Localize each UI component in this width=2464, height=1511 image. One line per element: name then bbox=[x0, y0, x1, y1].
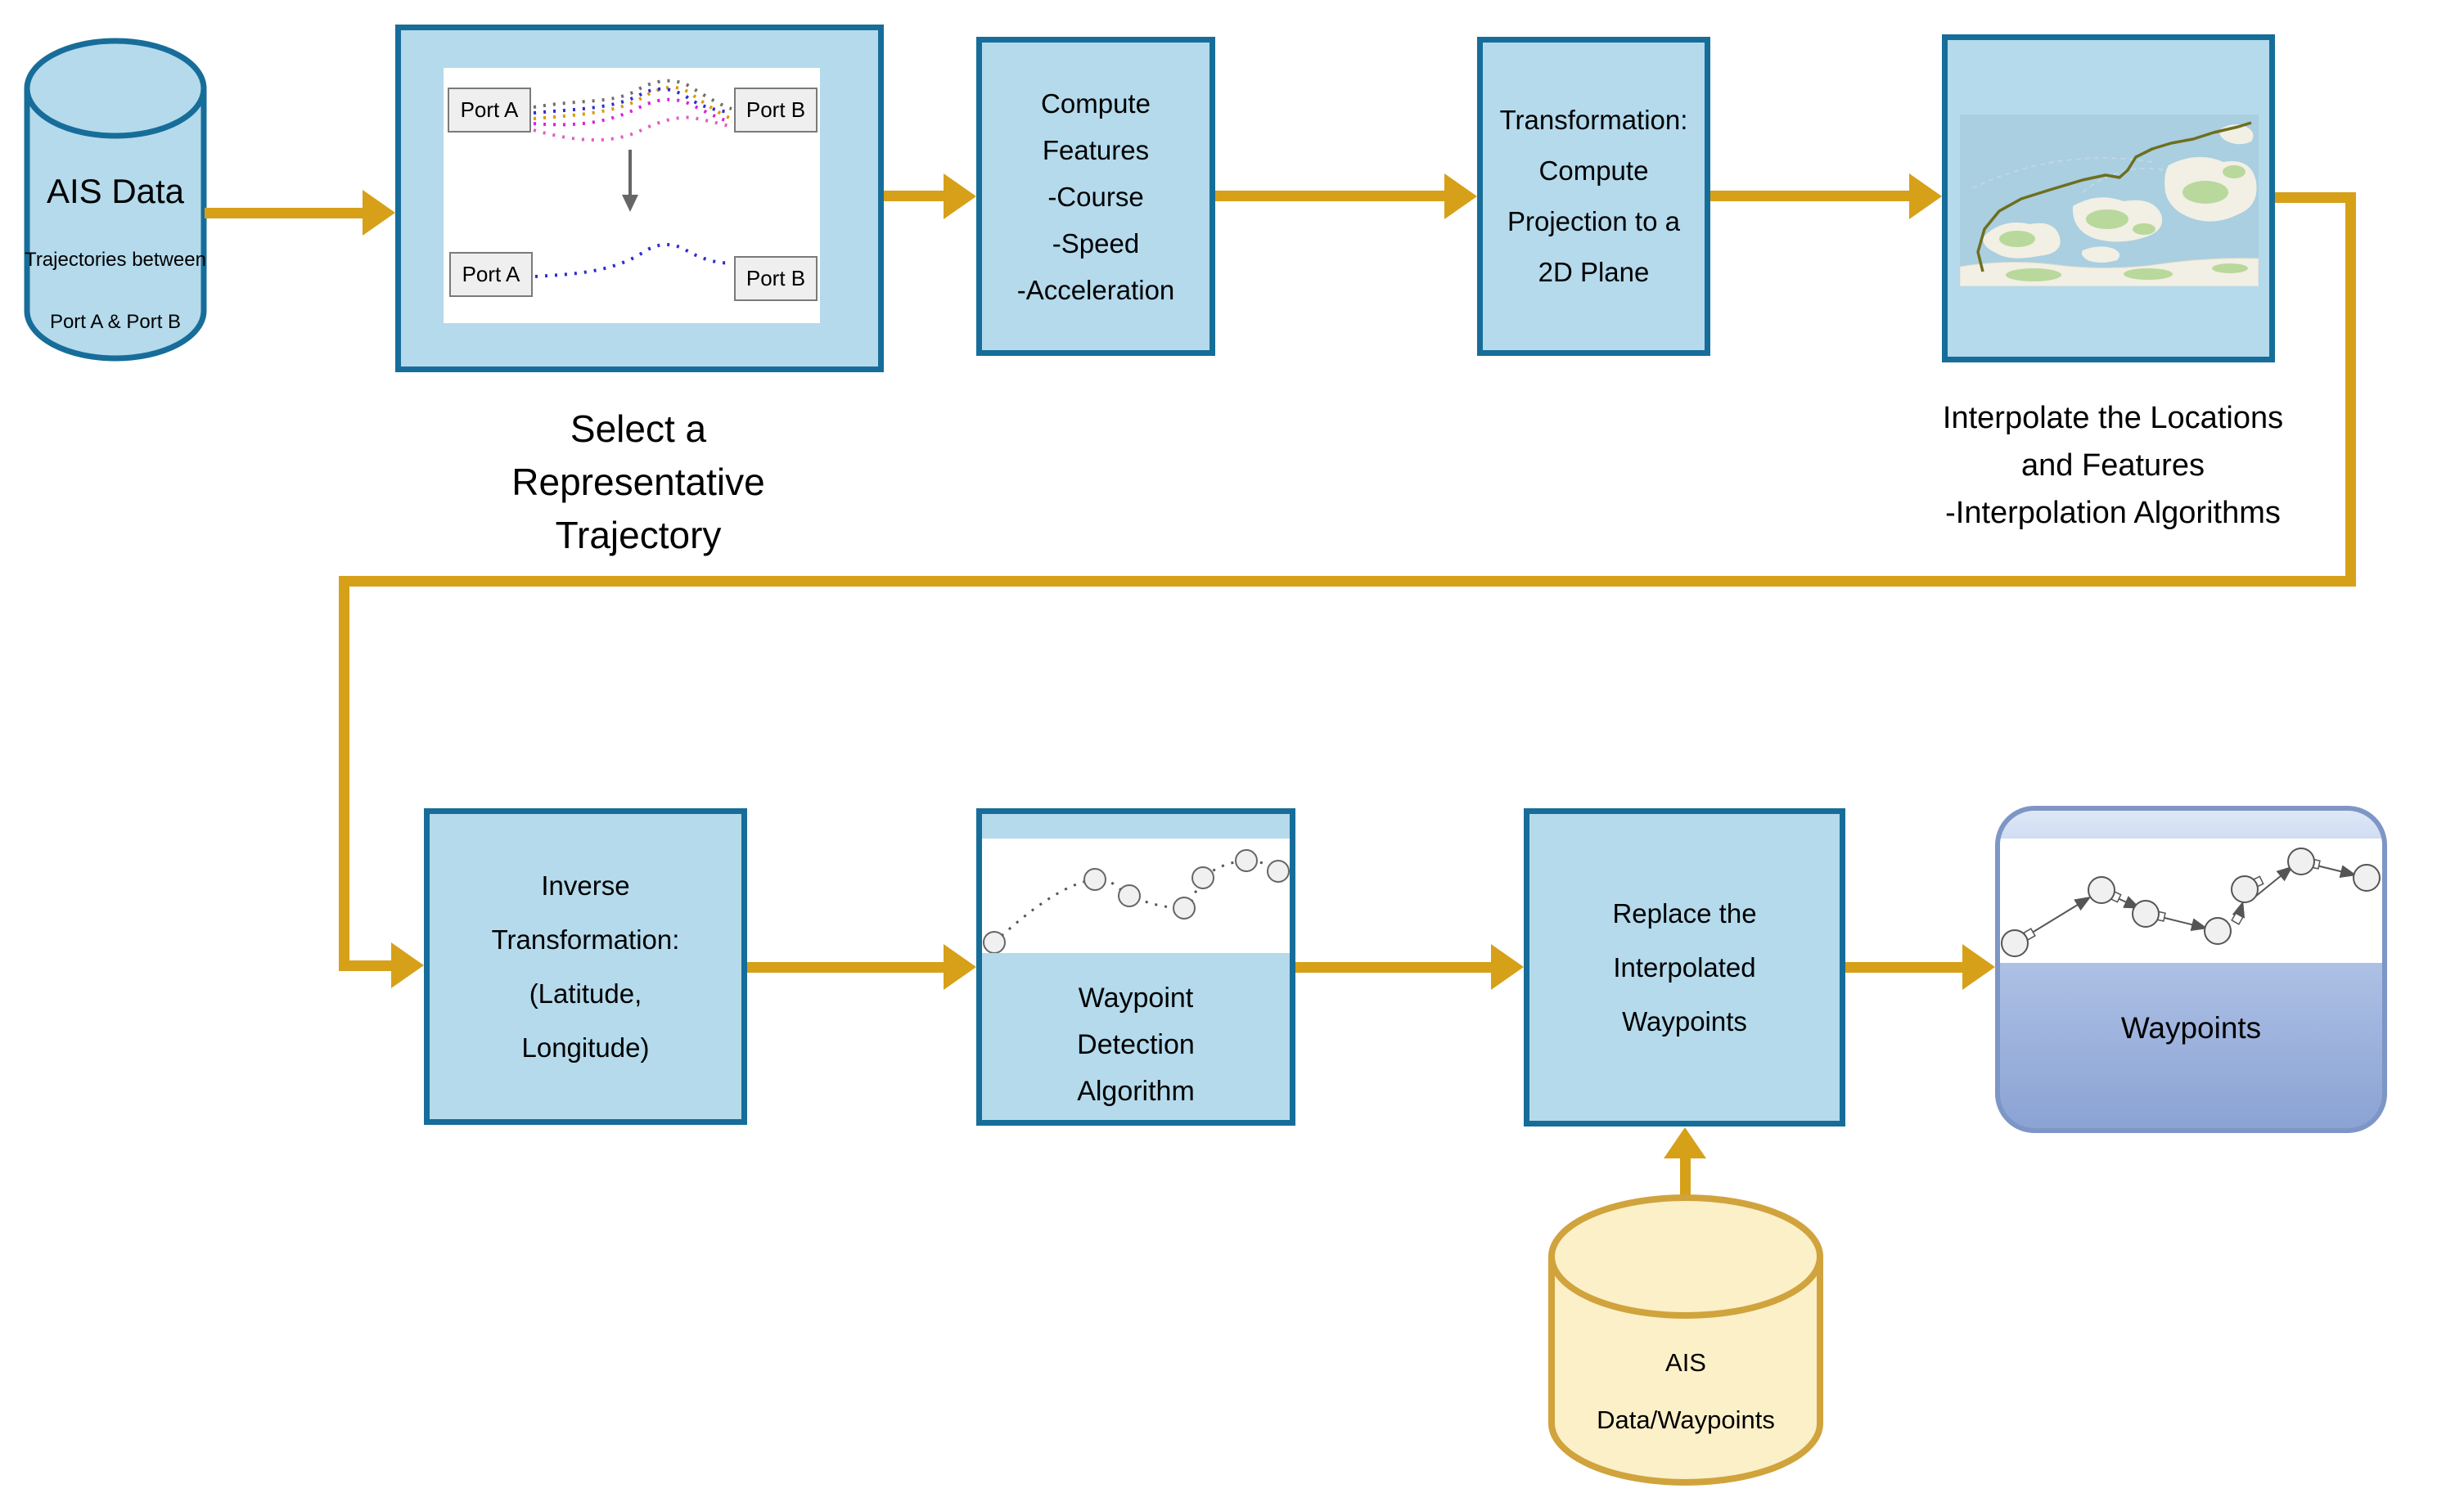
port-a-box-bottom: Port A bbox=[449, 252, 533, 297]
arrow-select-to-compute bbox=[884, 191, 944, 201]
arrow-db-to-replace-line bbox=[1680, 1158, 1691, 1196]
ais-db-subtitle-1: Trajectories between bbox=[25, 249, 206, 271]
waypoint-detection-label: Waypoint Detection Algorithm bbox=[1077, 983, 1195, 1107]
replace-line: Interpolated bbox=[1613, 951, 1756, 983]
transformation-line: Compute bbox=[1538, 155, 1649, 186]
connector-right-down bbox=[2345, 192, 2356, 587]
compute-features-line: -Acceleration bbox=[1016, 274, 1175, 305]
ais-waypoints-db-line2: Data/Waypoints bbox=[1597, 1405, 1775, 1434]
interpolate-caption: Interpolate the Locations and Features -… bbox=[1942, 401, 2284, 530]
arrowhead-db-to-replace bbox=[1664, 1127, 1706, 1158]
connector-left-down bbox=[339, 576, 349, 971]
arrow-transform-to-map bbox=[1710, 191, 1909, 201]
trajectory-thumbnail-graphic bbox=[533, 79, 732, 278]
transformation-line: Transformation: bbox=[1499, 105, 1688, 135]
inverse-line: Longitude) bbox=[521, 1032, 650, 1063]
connector-return-left bbox=[339, 576, 2356, 587]
inverse-transformation-box: Inverse Transformation: (Latitude, Longi… bbox=[424, 808, 747, 1125]
inverse-line: Transformation: bbox=[491, 924, 680, 955]
inverse-line: (Latitude, bbox=[529, 978, 642, 1009]
port-a-label: Port A bbox=[462, 262, 520, 286]
compute-features-line: Compute bbox=[1041, 88, 1151, 119]
waypoints-graph bbox=[2001, 848, 2381, 957]
arrowhead-into-inverse bbox=[391, 942, 424, 988]
arrow-wpd-to-replace bbox=[1295, 962, 1491, 973]
port-a-label: Port A bbox=[460, 97, 519, 122]
arrowhead-select-to-compute bbox=[944, 173, 976, 219]
port-b-label: Port B bbox=[746, 97, 806, 122]
arrow-compute-to-transform bbox=[1215, 191, 1444, 201]
transformation-box: Transformation: Compute Projection to a … bbox=[1477, 37, 1710, 356]
replace-waypoints-box: Replace the Interpolated Waypoints bbox=[1524, 808, 1845, 1127]
waypoints-result-box: Waypoints bbox=[1995, 806, 2387, 1133]
waypoint-detection-graphic bbox=[983, 849, 1290, 953]
port-b-label: Port B bbox=[746, 266, 806, 290]
transformation-line: Projection to a bbox=[1507, 206, 1680, 236]
compute-features-line: -Course bbox=[1047, 181, 1144, 212]
transformation-line: 2D Plane bbox=[1538, 257, 1650, 287]
arrowhead-replace-to-waypoints bbox=[1962, 944, 1995, 990]
connector-into-inverse bbox=[339, 960, 391, 971]
arrow-replace-to-waypoints bbox=[1845, 962, 1962, 973]
ais-waypoints-db-line1: AIS bbox=[1665, 1348, 1706, 1377]
waypoints-graph-strip bbox=[2000, 839, 2382, 963]
replace-line: Replace the bbox=[1612, 897, 1757, 929]
compute-features-line: -Speed bbox=[1052, 227, 1140, 259]
arrow-ais-to-select bbox=[205, 208, 364, 218]
port-a-box-top: Port A bbox=[448, 88, 531, 133]
arrowhead-compute-to-transform bbox=[1444, 173, 1477, 219]
compute-features-line: Features bbox=[1042, 134, 1150, 165]
arrow-inverse-to-wpd bbox=[747, 962, 944, 973]
compute-features-box: Compute Features -Course -Speed -Acceler… bbox=[976, 37, 1215, 356]
port-b-box-top: Port B bbox=[734, 88, 818, 133]
arrowhead-wpd-to-replace bbox=[1491, 944, 1524, 990]
replace-line: Waypoints bbox=[1622, 1005, 1747, 1037]
ais-db-title: AIS Data bbox=[46, 172, 185, 210]
ais-db-subtitle-2: Port A & Port B bbox=[49, 311, 182, 333]
port-b-box-bottom: Port B bbox=[734, 256, 818, 301]
select-trajectory-caption: Select a Representative Trajectory bbox=[511, 407, 765, 556]
connector-map-out bbox=[2275, 192, 2356, 203]
ais-database-cylinder-icon bbox=[24, 38, 207, 362]
map-thumbnail bbox=[1960, 115, 2259, 286]
waypoints-result-label: Waypoints bbox=[2120, 1011, 2262, 1045]
inverse-line: Inverse bbox=[541, 870, 630, 901]
ais-waypoints-cylinder-icon bbox=[1548, 1194, 1823, 1486]
arrowhead-ais-to-select bbox=[363, 190, 395, 236]
arrowhead-transform-to-map bbox=[1909, 173, 1942, 219]
arrowhead-inverse-to-wpd bbox=[944, 944, 976, 990]
